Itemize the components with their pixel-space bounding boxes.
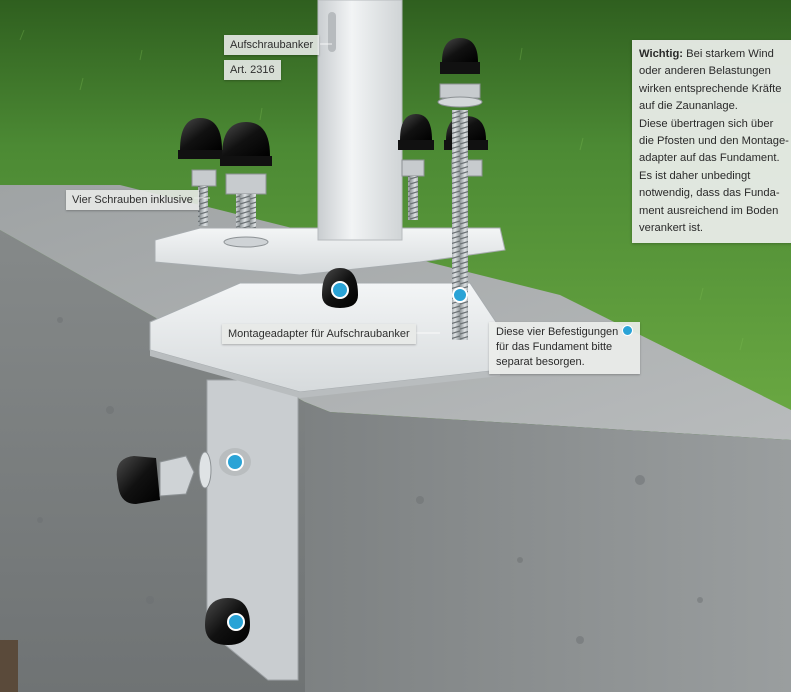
foundation-note-line-3: separat besorgen.: [496, 356, 585, 368]
important-line-8: Es ist daher unbedingt: [639, 169, 751, 182]
marker-dot-icon: [452, 287, 468, 303]
post-slot: [328, 12, 336, 52]
grass-texture: [19, 29, 744, 351]
important-line-10: ment ausreichend im Boden: [639, 204, 779, 217]
screws-label: Vier Schrauben inklusive: [66, 190, 199, 210]
article-number-label: Art. 2316: [224, 60, 281, 80]
important-line-3: wirken entsprechende Kräfte: [639, 82, 782, 95]
important-line-1: Bei starkem Wind: [686, 48, 774, 60]
ground-soil: [0, 640, 18, 692]
screw-center: [220, 122, 272, 248]
adapter-label: Montageadapter für Aufschraubanker: [222, 324, 416, 344]
important-line-4: auf die Zaunanlage.: [639, 100, 738, 113]
important-line-5: Diese übertragen sich über: [639, 117, 774, 130]
important-line-9: notwendig, dass das Funda-: [639, 187, 780, 200]
foundation-note-line-1: Diese vier Befestigungen: [496, 326, 619, 338]
marker-dot-icon: [226, 453, 244, 471]
screw-left: [178, 118, 224, 226]
marker-dot-icon: [622, 325, 634, 336]
lower-cap-nut: [205, 598, 250, 645]
important-line-11: verankert ist.: [639, 222, 704, 235]
foundation-note-line-2: für das Fundament bitte: [496, 341, 613, 353]
marker-dot-icon: [227, 613, 245, 631]
foundation-side-face: [305, 402, 791, 692]
threaded-rod: [437, 38, 483, 340]
side-fastener-set: [116, 448, 251, 504]
important-line-6: die Pfosten und den Montage-: [639, 135, 789, 148]
anchor-name-label: Aufschraubanker: [224, 35, 320, 55]
marker-dot-icon: [331, 281, 349, 299]
important-line-7: adapter auf das Fundament.: [639, 152, 780, 165]
important-line-2: oder anderen Belastungen: [639, 65, 771, 78]
adapter-cap-nut: [322, 268, 358, 308]
important-note: Wichtig: Bei starkem Wind oder anderen B…: [632, 40, 791, 244]
screw-right-back: [398, 114, 434, 220]
concrete-speckles: [37, 317, 703, 644]
foundation-fasteners-note: Diese vier Befestigungen für das Fundame…: [489, 322, 640, 374]
important-lead: Wichtig:: [639, 48, 684, 60]
adapter-plate-edge: [150, 350, 500, 398]
